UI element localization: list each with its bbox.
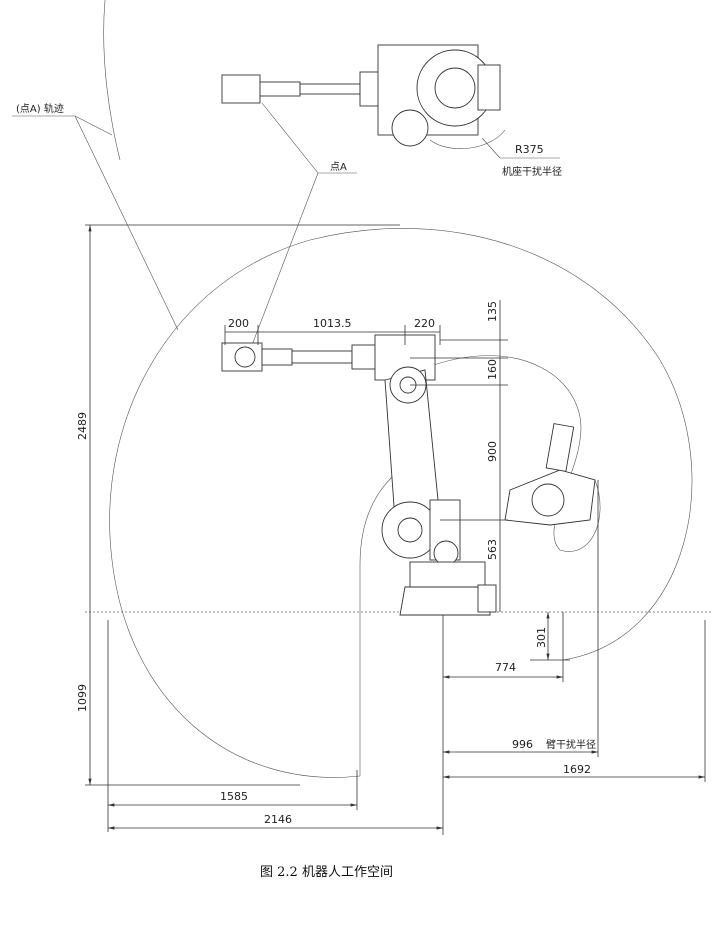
robot-top-view: [221, 44, 501, 147]
dim-200: 200: [228, 317, 249, 330]
dim-1013-5: 1013.5: [313, 317, 352, 330]
dim-135: 135: [486, 301, 499, 322]
dim-1692: 1692: [563, 763, 591, 776]
dim-563: 563: [486, 539, 499, 560]
robot-side-view: [221, 334, 596, 616]
trajectory-label: (点A) 轨迹: [16, 102, 64, 115]
base-radius-value: R375: [515, 143, 544, 156]
dim-1099: 1099: [76, 684, 89, 712]
dim-160: 160: [486, 359, 499, 380]
base-radius-label: 机座干扰半径: [502, 165, 562, 178]
arm-radius-label: 臂干扰半径: [546, 738, 596, 751]
dim-301: 301: [535, 627, 548, 648]
point-a-label: 点A: [330, 161, 347, 173]
dim-220: 220: [414, 317, 435, 330]
dim-1585: 1585: [220, 790, 248, 803]
dim-996: 996: [512, 738, 533, 751]
dim-900: 900: [486, 441, 499, 462]
figure-caption: 图 2.2 机器人工作空间: [260, 865, 393, 880]
dim-2146: 2146: [264, 813, 292, 826]
dim-774: 774: [495, 661, 516, 674]
upper-trajectory: [103, 0, 121, 161]
workspace-envelope: [109, 228, 693, 778]
dim-2489: 2489: [76, 412, 89, 440]
